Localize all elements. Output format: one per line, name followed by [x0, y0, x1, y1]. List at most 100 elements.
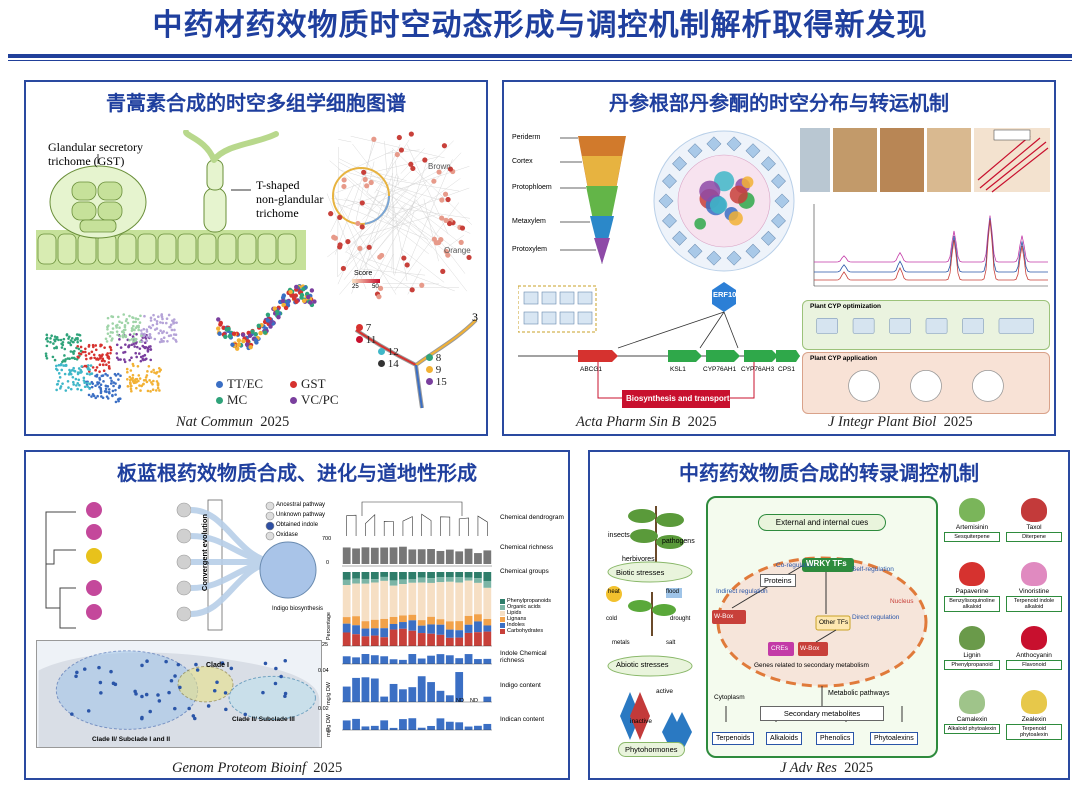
label-phytohormones: Phytohormones [618, 742, 685, 757]
class-alkaloids: Alkaloids [766, 732, 803, 745]
legend-dot [290, 396, 297, 404]
erf105-label: ERF105 [713, 290, 741, 299]
trichome-illustration [36, 130, 306, 270]
panel-title: 丹参根部丹参酮的时空分布与转运机制 [609, 91, 949, 115]
nd-label-1: ND [456, 698, 464, 704]
clade-2-label: Clade II/ Subclade I and II [92, 736, 171, 743]
right-label-indigo: Indigo content [500, 682, 541, 689]
nucleus-label: Nucleus [890, 598, 914, 605]
axis-tick-002: 0.02 [318, 706, 329, 712]
label-biotic: Biotic stresses [616, 568, 665, 577]
selfreg-label: Self-regulation [852, 566, 894, 573]
product-type: Diterpene [1006, 532, 1062, 543]
mechanism-diagram [706, 496, 938, 758]
product-name: Vinoristine [1018, 588, 1050, 595]
journal-citation-1: Acta Pharm Sin B 2025 [576, 414, 717, 430]
chem-legend-item: Lipids [500, 610, 568, 616]
legend-dot [216, 380, 223, 388]
pathway-legend-3: Oxidase [276, 532, 299, 538]
gene-ksl1: KSL1 [670, 366, 686, 373]
panel-isatis: 板蓝根药效物质合成、进化与道地性形成 Con [24, 450, 570, 780]
gene-cyp76ah1: CYP76AH1 [703, 366, 737, 373]
gene-cluster-diagram [518, 278, 800, 418]
tshape-label-3: trichome [256, 206, 299, 220]
product-type: Benzylisoquinoline alkaloid [944, 596, 1000, 613]
metabolic-label: Metabolic pathways [828, 690, 890, 697]
pathway-legend-1: Unknown pathway [276, 512, 326, 518]
traj-legend-mid: 12 14 [378, 346, 399, 370]
axis-label-indican: mg/g DW [326, 714, 332, 737]
cyp-optimization-label: Plant CYP optimization [810, 303, 882, 310]
gene-cyp76ah3: CYP76AH3 [741, 366, 775, 373]
proteins-box: Proteins [760, 574, 796, 587]
phylogeny-diagram [36, 496, 322, 634]
traj-label-9: 9 [426, 364, 441, 376]
traj-label-3: 3 [472, 310, 478, 324]
clade-3-label: Clade II/ Subclade III [232, 716, 295, 723]
wrky-tfs-label: WRKY TFs [806, 559, 847, 568]
legend-dot [216, 396, 223, 404]
panel-transcription: 中药药效物质合成的转录调控机制 insects pathogens herbiv… [588, 450, 1070, 780]
chem-legend-item: Phenylpropanoids [500, 598, 568, 604]
journal-citation-2: J Integr Plant Biol 2025 [828, 414, 973, 430]
trajectory-plot [336, 310, 486, 410]
traj-legend-left: 7 11 [356, 322, 376, 346]
title-divider [8, 54, 1072, 58]
legend-gst: GST [290, 376, 326, 392]
traj-label-7: 7 [356, 322, 371, 334]
legend-tt-ec: TT/EC [216, 376, 263, 392]
page-title: 中药材药效物质时空动态形成与调控机制解析取得新发现 [152, 8, 928, 43]
plant-icon [1021, 562, 1047, 586]
product-name: Camalexin [956, 716, 988, 723]
legend-swatch [500, 610, 505, 616]
plant-icon [1021, 498, 1047, 522]
right-label-indole: Indole Chemical richness [500, 650, 547, 664]
chem-legend-item: Organic acids [500, 604, 568, 610]
gst-label: Glandular secretory [48, 140, 143, 154]
axis-label-indigo: mg/g DW [326, 682, 332, 705]
right-label-richness: Chemical richness [500, 544, 554, 551]
right-label-groups: Chemical groups [500, 568, 549, 575]
label-heat: heat [608, 589, 620, 595]
traj-legend-right: 8 9 15 [426, 352, 447, 388]
network-label-orange: Orange [444, 246, 471, 255]
product-type: Terpenoid phytoalexin [1006, 724, 1062, 741]
traj-label-15: 15 [426, 376, 447, 388]
legend-swatch [500, 622, 505, 628]
axis-tick-25: 25 [322, 642, 329, 648]
label-pathogens: pathogens [662, 538, 695, 545]
cres-label: CREs [771, 645, 788, 652]
cell-distribution-diagram [644, 126, 804, 276]
label-herbivores: herbivores [622, 556, 655, 563]
plant-icon [959, 498, 985, 522]
product-type: Phenylpropanoid [944, 660, 1000, 671]
tissue-metaxylem: Metaxylem [512, 218, 546, 225]
legend-swatch [500, 598, 505, 604]
indigo-biosynthesis-label: Indigo biosynthesis [272, 606, 324, 612]
label-salt: salt [666, 640, 676, 646]
traj-label-12: 12 [378, 346, 399, 358]
product-name: Artemisinin [955, 524, 989, 531]
label-cold: cold [606, 616, 618, 622]
tshape-label: T-shaped [256, 178, 300, 192]
panel-title: 板蓝根药效物质合成、进化与道地性形成 [117, 461, 477, 485]
cytoplasm-label: Cytoplasm [714, 694, 745, 701]
traj-label-14: 14 [378, 358, 399, 370]
tissue-periderm: Periderm [512, 134, 541, 141]
product-name: Lignin [963, 652, 981, 659]
plant-icon [1021, 626, 1047, 650]
direct-label: Direct regulation [852, 614, 900, 621]
score-colorbar [352, 279, 380, 283]
secondary-metabolites-box: Secondary metabolites [760, 706, 884, 721]
traj-label-8: 8 [426, 352, 441, 364]
clade-1-label: Clade I [206, 662, 229, 669]
product-type: Alkaloid phytoalexin [944, 724, 1000, 735]
class-terpenoids: Terpenoids [712, 732, 755, 745]
label-flood: flood [666, 589, 680, 595]
label-metals: metals [612, 640, 630, 646]
